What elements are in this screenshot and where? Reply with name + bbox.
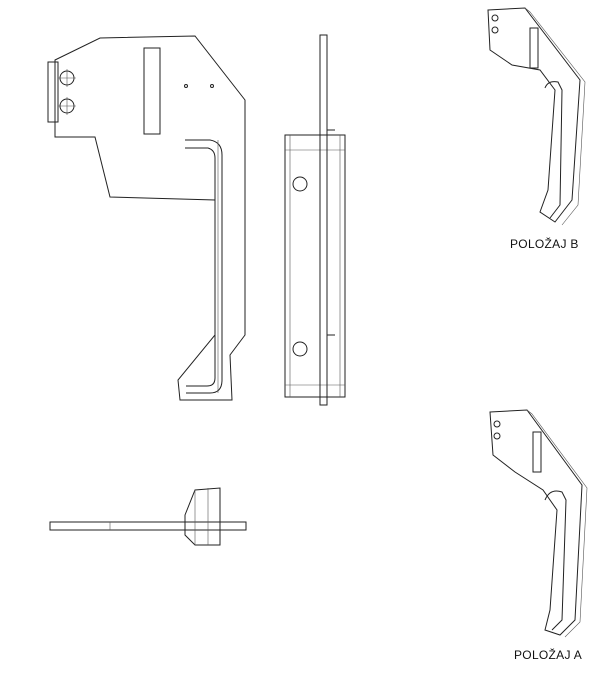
position-a-label: POLOŽAJ A — [514, 648, 583, 662]
position-b-label: POLOŽAJ B — [510, 237, 579, 251]
isometric-view-a — [489, 409, 588, 638]
top-view — [49, 487, 247, 546]
side-view — [284, 34, 346, 406]
front-view — [47, 35, 246, 401]
isometric-view-b — [487, 7, 586, 226]
